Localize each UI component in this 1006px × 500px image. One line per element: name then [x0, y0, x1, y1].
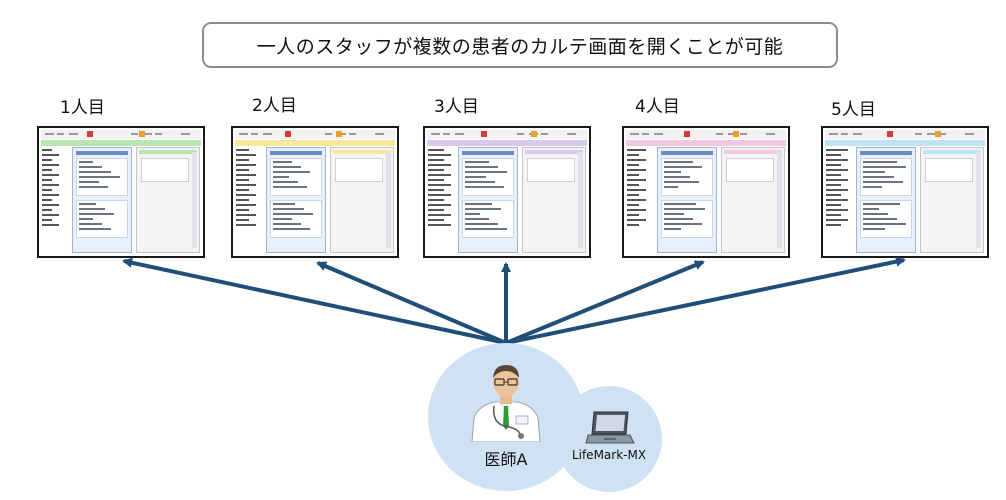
- window-toolbar-icon: [684, 131, 690, 137]
- screen-label-2: 2人目: [252, 96, 297, 116]
- screen-thumbnail-3: [423, 126, 591, 258]
- window-right-pane: [522, 147, 586, 253]
- window-middle-pane: [657, 147, 717, 253]
- window-middle-pane: [72, 147, 132, 253]
- window-patient-band: [235, 140, 395, 146]
- screen-label-3: 3人目: [434, 97, 479, 117]
- screen-label-4: 4人目: [635, 97, 680, 117]
- screen-label-5: 5人目: [831, 100, 876, 120]
- screen-thumbnail-5: [821, 126, 989, 258]
- window-menu-bar: [626, 130, 786, 139]
- window-patient-band: [825, 140, 985, 146]
- screen-label-1: 1人目: [60, 98, 105, 118]
- window-left-pane: [826, 149, 852, 253]
- window-right-pane: [330, 147, 394, 253]
- window-right-pane: [136, 147, 200, 253]
- doctor-icon: [471, 365, 541, 442]
- diagram-title: 一人のスタッフが複数の患者のカルテ画面を開くことが可能: [256, 35, 784, 58]
- device-label: LifeMark-MX: [571, 448, 647, 462]
- window-middle-pane: [458, 147, 518, 253]
- window-menu-bar: [41, 130, 201, 139]
- screen-thumbnail-4: [622, 126, 790, 258]
- window-left-pane: [627, 149, 653, 253]
- screen-thumbnail-2: [231, 126, 399, 258]
- window-toolbar-icon: [336, 131, 342, 137]
- window-right-pane: [721, 147, 785, 253]
- arrow-to-screen-1: [122, 257, 507, 345]
- window-menu-bar: [825, 130, 985, 139]
- arrow-to-screen-5: [505, 256, 906, 345]
- arrow-to-screen-2: [316, 261, 507, 345]
- window-middle-pane: [266, 147, 326, 253]
- laptop-icon: [585, 411, 635, 444]
- window-toolbar-icon: [887, 131, 893, 137]
- screen-thumbnail-1: [37, 126, 205, 258]
- window-toolbar-icon: [733, 131, 739, 137]
- window-patient-band: [41, 140, 201, 146]
- window-left-pane: [42, 149, 68, 253]
- window-toolbar-icon: [935, 131, 941, 137]
- window-toolbar-icon: [87, 131, 93, 137]
- window-middle-pane: [856, 147, 916, 253]
- window-toolbar-icon: [285, 131, 291, 137]
- arrow-to-screen-4: [505, 260, 705, 345]
- window-right-pane: [920, 147, 984, 253]
- window-patient-band: [626, 140, 786, 146]
- window-patient-band: [427, 140, 587, 146]
- title-box: 一人のスタッフが複数の患者のカルテ画面を開くことが可能: [202, 22, 838, 68]
- window-left-pane: [428, 149, 454, 253]
- doctor-label: 医師A: [484, 450, 528, 469]
- window-toolbar-icon: [531, 131, 537, 137]
- window-left-pane: [236, 149, 262, 253]
- window-toolbar-icon: [481, 131, 487, 137]
- window-toolbar-icon: [139, 131, 145, 137]
